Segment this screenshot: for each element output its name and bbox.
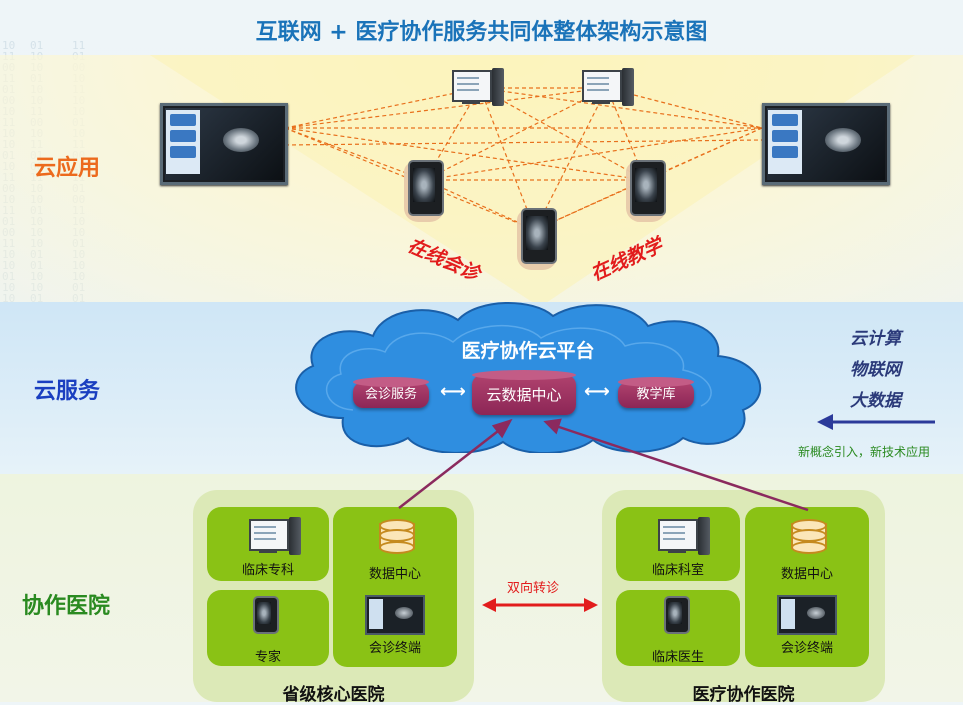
workstation-monitor-icon bbox=[160, 103, 288, 185]
data-center-label: 数据中心 bbox=[780, 567, 833, 582]
teaching-library-label: 教学库 bbox=[636, 387, 676, 402]
clinical-department-label: 临床科室 bbox=[651, 563, 704, 578]
clinical-department-tile: 临床科室 bbox=[616, 507, 740, 581]
left-arrow-icon bbox=[817, 414, 935, 430]
cloud-platform-title: 医疗协作云平台 bbox=[461, 340, 595, 362]
new-technology-note: 新概念引入，新技术应用 bbox=[798, 445, 931, 459]
diagram-title: 互联网 + 医疗协作服务共同体整体架构示意图 bbox=[255, 20, 708, 45]
cloud-data-center-label: 云数据中心 bbox=[486, 386, 562, 404]
provincial-core-hospital-name: 省级核心医院 bbox=[282, 685, 385, 705]
provincial-core-hospital: 临床专科 数据中心 会诊终端 专家 省级核心医院 bbox=[193, 490, 474, 705]
data-center-label: 数据中心 bbox=[368, 567, 421, 582]
database-icon bbox=[379, 519, 415, 554]
two-way-referral-arrow-icon bbox=[482, 598, 598, 612]
data-center-tile: 数据中心 会诊终端 bbox=[333, 507, 457, 667]
workstation-monitor-icon bbox=[762, 103, 890, 185]
tech-item: 大数据 bbox=[850, 391, 901, 411]
desktop-pc-icon bbox=[452, 68, 506, 112]
smartphone-icon bbox=[521, 208, 557, 264]
desktop-pc-icon bbox=[249, 517, 303, 561]
clinical-doctor-tile: 临床医生 bbox=[616, 590, 740, 666]
clinical-doctor-label: 临床医生 bbox=[651, 650, 704, 665]
layer-label-cloud-service: 云服务 bbox=[34, 379, 101, 404]
bidirectional-arrow-icon: ⟷ bbox=[440, 381, 466, 402]
desktop-pc-icon bbox=[582, 68, 636, 112]
expert-tile: 专家 bbox=[207, 590, 329, 666]
consultation-service-label: 会诊服务 bbox=[364, 387, 417, 402]
tech-item: 云计算 bbox=[850, 329, 901, 349]
smartphone-icon bbox=[664, 596, 690, 634]
layer-label-cloud-application: 云应用 bbox=[34, 156, 101, 181]
database-icon bbox=[791, 519, 827, 554]
teaching-library-node: 教学库 bbox=[618, 377, 694, 408]
smartphone-icon bbox=[408, 160, 444, 216]
smartphone-icon bbox=[630, 160, 666, 216]
workstation-monitor-icon bbox=[777, 595, 837, 635]
collaborative-hospital-name: 医疗协作医院 bbox=[692, 685, 795, 705]
desktop-pc-icon bbox=[658, 517, 712, 561]
layer-label-collaborative-hospital: 协作医院 bbox=[22, 594, 111, 619]
consultation-terminal-label: 会诊终端 bbox=[780, 641, 833, 656]
collaborative-hospital: 临床科室 数据中心 会诊终端 临床医生 医疗协作医院 bbox=[602, 490, 885, 705]
two-way-referral-label: 双向转诊 bbox=[507, 581, 560, 596]
clinical-specialty-label: 临床专科 bbox=[241, 563, 294, 578]
bidirectional-arrow-icon: ⟷ bbox=[584, 381, 610, 402]
consultation-service-node: 会诊服务 bbox=[353, 377, 429, 408]
workstation-monitor-icon bbox=[365, 595, 425, 635]
data-center-tile: 数据中心 会诊终端 bbox=[745, 507, 869, 667]
expert-label: 专家 bbox=[254, 650, 281, 665]
smartphone-icon bbox=[253, 596, 279, 634]
consultation-terminal-label: 会诊终端 bbox=[368, 641, 421, 656]
clinical-specialty-tile: 临床专科 bbox=[207, 507, 329, 581]
tech-item: 物联网 bbox=[850, 360, 901, 380]
new-technology-list: 云计算 物联网 大数据 bbox=[850, 324, 901, 417]
cloud-data-center-node: 云数据中心 bbox=[472, 370, 576, 415]
